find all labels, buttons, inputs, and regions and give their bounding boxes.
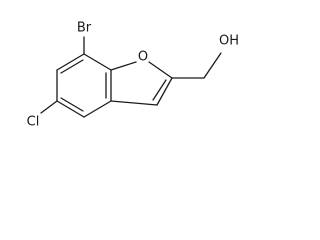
chlorine-label: Cl <box>27 115 40 130</box>
bond-c2-c3-inner <box>152 79 167 101</box>
bond-c5-cl <box>40 100 58 114</box>
bond-c6-c7 <box>56 53 85 71</box>
bond-c7-c7a <box>83 53 112 71</box>
bond-c6-c7-inner <box>60 59 84 74</box>
bond-ch2-oh <box>203 52 222 79</box>
hydroxyl-label: OH <box>219 34 239 49</box>
bond-c2-c3 <box>156 77 173 106</box>
bromine-label: Br <box>77 21 92 36</box>
bond-c3-c3a <box>110 100 158 106</box>
bond-o1-c2 <box>148 61 173 79</box>
structure-diagram: Br O Cl OH <box>27 21 239 130</box>
bond-c3a-c4 <box>83 100 112 118</box>
bond-c7a-o1 <box>110 61 137 71</box>
bond-c4-c5-inner <box>60 97 84 112</box>
ring-oxygen-label: O <box>138 50 148 65</box>
bond-c4-c5 <box>56 100 85 118</box>
